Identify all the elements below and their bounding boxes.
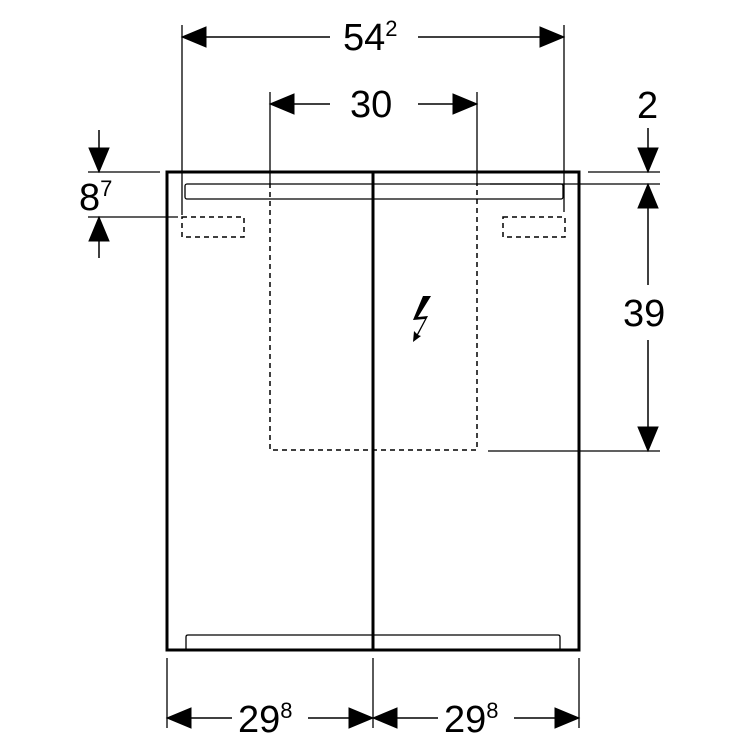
cabinet-body bbox=[165, 170, 581, 652]
dim-top-offset-label: 2 bbox=[637, 85, 658, 127]
dim-overall-width-label: 542 bbox=[343, 16, 398, 59]
dimension-cutout-width bbox=[268, 92, 479, 183]
dimension-overall-width bbox=[180, 25, 566, 215]
dimension-light-height bbox=[88, 130, 178, 258]
dimension-right-vertical bbox=[488, 128, 660, 453]
lightning-bolt-icon bbox=[413, 296, 431, 342]
dim-right-door-width-label: 298 bbox=[444, 698, 499, 741]
dim-cutout-height-label: 39 bbox=[623, 293, 665, 335]
dimension-door-widths bbox=[165, 658, 581, 729]
dim-cutout-width-label: 30 bbox=[350, 84, 392, 126]
dim-light-height-label: 87 bbox=[79, 176, 112, 219]
dim-left-door-width-label: 298 bbox=[238, 698, 293, 741]
